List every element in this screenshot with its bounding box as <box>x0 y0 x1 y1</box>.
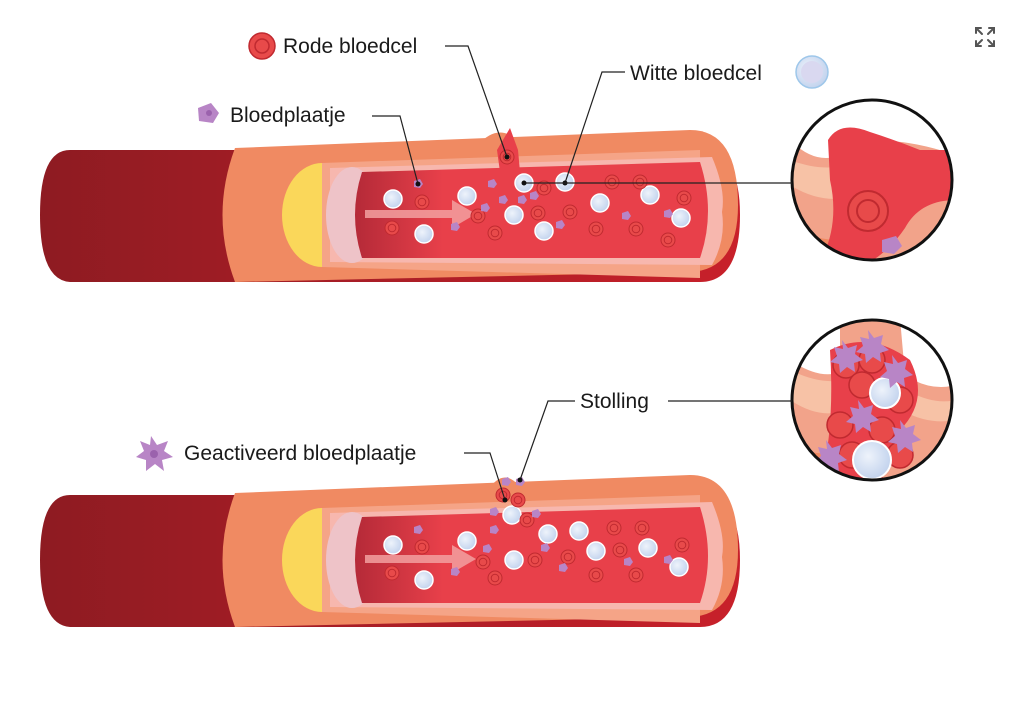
expand-icon <box>975 27 995 47</box>
red-cell-icon <box>248 32 276 60</box>
legend-clotting: Stolling <box>517 390 792 483</box>
legend-white-cell: Witte bloedcel <box>562 55 829 186</box>
vessel-bottom <box>40 475 740 627</box>
zoom-circle-top <box>790 98 954 262</box>
label-clotting: Stolling <box>580 390 649 413</box>
fullscreen-button[interactable] <box>972 24 998 50</box>
label-white-cell: Witte bloedcel <box>630 62 762 85</box>
legend-red-cell: Rode bloedcel <box>248 32 510 160</box>
label-red-cell: Rode bloedcel <box>283 35 417 58</box>
activated-platelet-icon <box>136 436 173 471</box>
label-activated-platelet: Geactiveerd bloedplaatje <box>184 442 416 465</box>
zoom-circle-bottom <box>790 318 954 482</box>
label-platelet: Bloedplaatje <box>230 104 346 127</box>
legend-activated-platelet: Geactiveerd bloedplaatje <box>136 436 508 503</box>
platelet-icon <box>198 103 219 123</box>
legend-platelet: Bloedplaatje <box>198 103 421 187</box>
white-cell-icon <box>795 55 829 89</box>
